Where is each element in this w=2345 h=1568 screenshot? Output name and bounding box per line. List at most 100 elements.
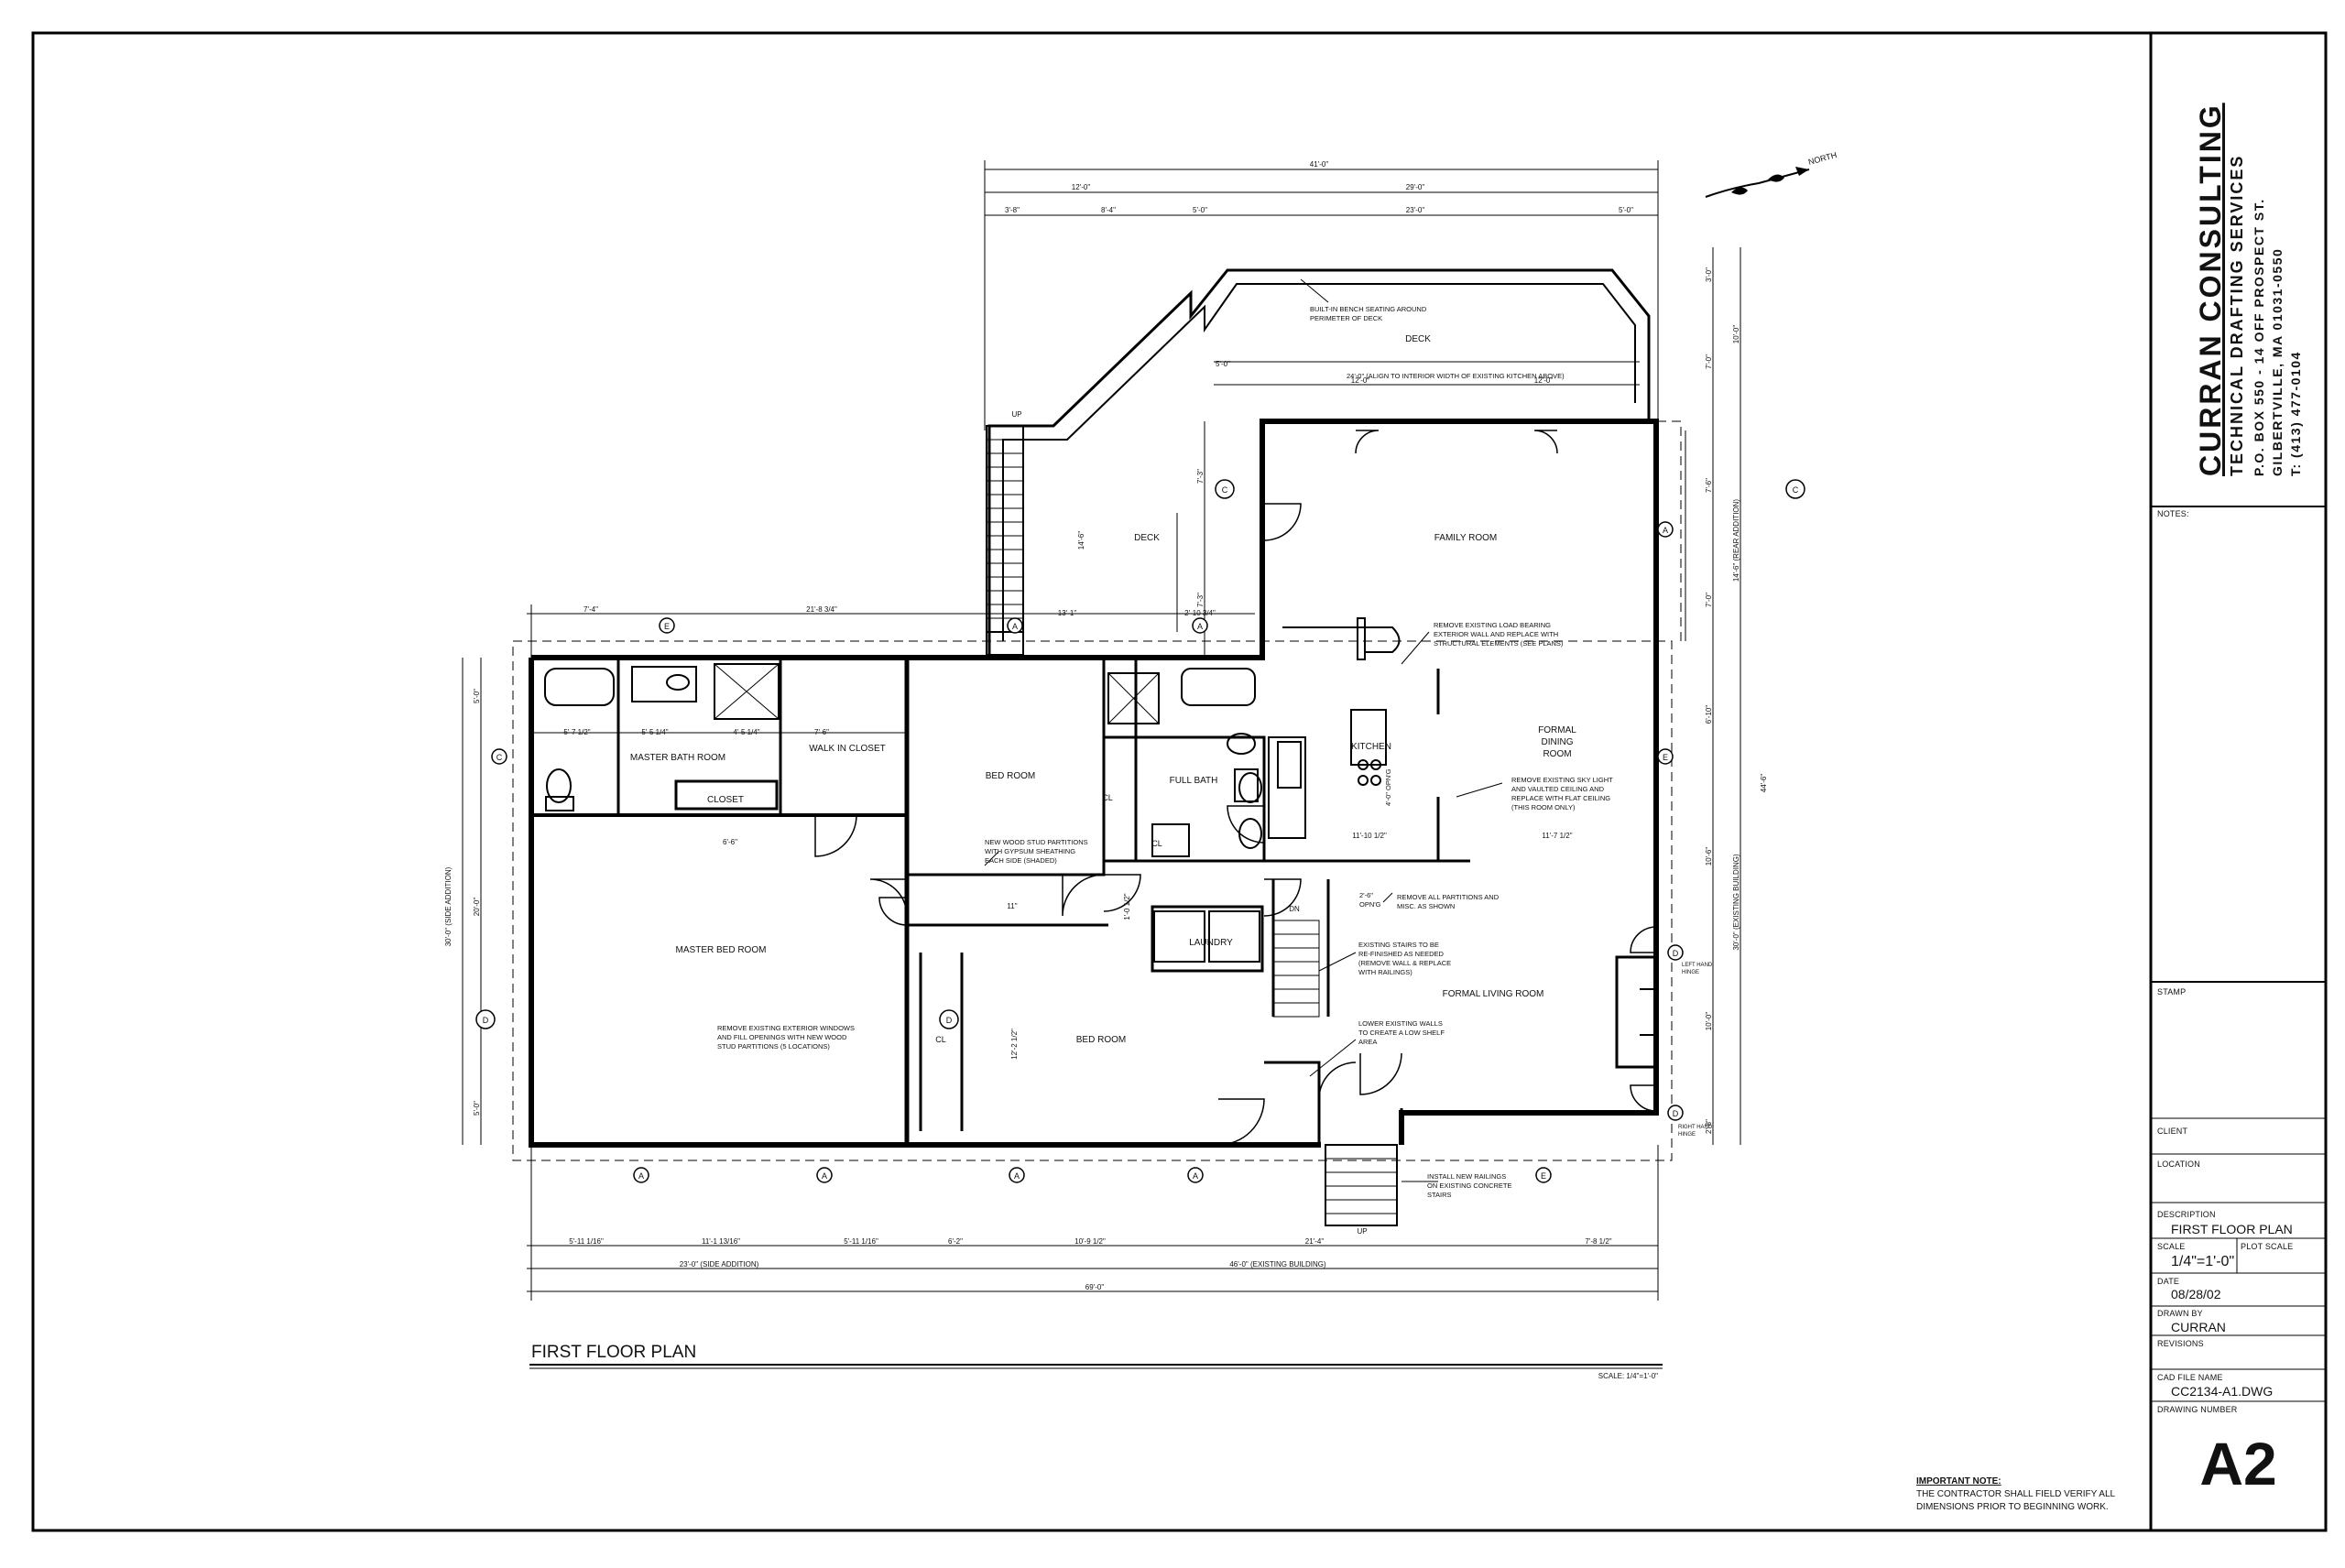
dim-leftside-5-0b: 5'-0" xyxy=(473,1101,481,1116)
stamp-label: STAMP xyxy=(2157,987,2187,996)
dim-right-7-6: 7'-6" xyxy=(1705,478,1713,493)
dim-left-21-8: 21'-8 3/4" xyxy=(806,605,837,614)
dimension-lines xyxy=(462,160,1741,1301)
deck xyxy=(986,268,1651,658)
svg-text:A: A xyxy=(638,1171,644,1181)
important-note-heading: IMPORTANT NOTE: xyxy=(1916,1476,2001,1486)
description-value: FIRST FLOOR PLAN xyxy=(2171,1222,2293,1236)
room-label-formal-dining-1: FORMAL xyxy=(1538,725,1576,735)
dim-bot-21-4: 21'-4" xyxy=(1305,1237,1325,1246)
note-stud-1: NEW WOOD STUD PARTITIONS xyxy=(985,838,1088,846)
note-remove-wall-1: REMOVE EXISTING LOAD BEARING xyxy=(1434,621,1551,629)
dim-right-10-0b: 10'-0" xyxy=(1705,1012,1713,1031)
dim-top-23: 23'-0" xyxy=(1406,206,1425,214)
scale-value: 1/4"=1'-0" xyxy=(2171,1254,2235,1269)
room-label-cl-2: CL xyxy=(1151,839,1162,848)
room-label-cl-3: CL xyxy=(935,1035,946,1044)
doors xyxy=(814,430,1657,1146)
dim-bot-23: 23'-0" (SIDE ADDITION) xyxy=(680,1260,759,1269)
dim-kit-11-10: 11'-10 1/2" xyxy=(1352,832,1387,840)
dim-right-14-6: 14'-6" (REAR ADDITION) xyxy=(1732,499,1740,582)
dim-right-10-6: 10'-6" xyxy=(1705,847,1713,866)
svg-text:A: A xyxy=(1193,1171,1198,1181)
note-stairs-4: WITH RAILINGS) xyxy=(1358,968,1412,976)
dim-right-44-6: 44'-6" xyxy=(1760,774,1768,793)
dim-bot-5-11: 5'-11 1/16" xyxy=(569,1237,604,1246)
leader-lines xyxy=(984,278,1503,1182)
note-stud-2: WITH GYPSUM SHEATHING xyxy=(985,847,1075,855)
north-arrow-icon xyxy=(1705,167,1810,198)
dim-leftside-20: 20'-0" xyxy=(473,898,481,917)
label-dn: DN xyxy=(1289,905,1300,913)
note-stairs-1: EXISTING STAIRS TO BE xyxy=(1358,941,1439,949)
dim-right-6-10: 6'-10" xyxy=(1705,705,1713,724)
dim-bot-11-1: 11'-1 13/16" xyxy=(702,1237,740,1246)
note-partitions-2: MISC. AS SHOWN xyxy=(1397,902,1455,910)
svg-text:E: E xyxy=(664,622,670,631)
room-label-formal-living: FORMAL LIVING ROOM xyxy=(1443,989,1544,999)
date-label: DATE xyxy=(2157,1277,2180,1286)
plot-scale-label: PLOT SCALE xyxy=(2241,1242,2294,1251)
dim-bot-5-11b: 5'-11 1/16" xyxy=(844,1237,878,1246)
room-label-formal-dining-2: DINING xyxy=(1542,737,1574,747)
dim-bath-5-5: 5'-5 1/4" xyxy=(641,728,668,736)
dim-left-2-10: 2'-10 3/4" xyxy=(1184,609,1216,617)
dim-bot-46: 46'-0" (EXISTING BUILDING) xyxy=(1229,1260,1326,1269)
svg-text:E: E xyxy=(1541,1171,1546,1181)
front-steps xyxy=(1325,1144,1398,1226)
note-left-hinge-1: LEFT HAND xyxy=(1682,963,1713,968)
firm-subtitle: Technical Drafting Services xyxy=(2228,154,2246,476)
drawing-number-label: DRAWING NUMBER xyxy=(2157,1405,2238,1414)
dim-bed-12-2: 12'-2 1/2" xyxy=(1010,1029,1019,1060)
revisions-label: REVISIONS xyxy=(2157,1339,2204,1348)
note-railings-1: INSTALL NEW RAILINGS xyxy=(1427,1172,1506,1181)
important-note-line-2: DIMENSIONS PRIOR TO BEGINNING WORK. xyxy=(1916,1502,2109,1512)
dim-bot-69: 69'-0" xyxy=(1085,1283,1105,1291)
note-bench-1: BUILT-IN BENCH SEATING AROUND xyxy=(1310,305,1427,313)
dim-bot-10-9: 10'-9 1/2" xyxy=(1074,1237,1106,1246)
dim-right-10-0: 10'-0" xyxy=(1732,325,1740,344)
drawn-by-value: CURRAN xyxy=(2171,1320,2226,1334)
dim-bot-7-8: 7'-8 1/2" xyxy=(1585,1237,1611,1246)
grid-bubbles xyxy=(475,479,1805,1183)
note-remove-wall-2: EXTERIOR WALL AND REPLACE WITH xyxy=(1434,630,1558,638)
svg-text:D: D xyxy=(1673,1109,1679,1118)
note-left-hinge-2: HINGE xyxy=(1682,970,1699,975)
note-right-hinge-2: HINGE xyxy=(1678,1132,1696,1138)
important-note-line-1: THE CONTRACTOR SHALL FIELD VERIFY ALL xyxy=(1916,1489,2116,1499)
note-remove-wall-3: STRUCTURAL ELEMENTS (SEE PLANS) xyxy=(1434,639,1564,648)
room-label-laundry: LAUNDRY xyxy=(1189,938,1233,948)
room-label-walk-in-closet: WALK IN CLOSET xyxy=(809,744,886,754)
room-label-master-bath: MASTER BATH ROOM xyxy=(630,753,725,763)
north-label: NORTH xyxy=(1807,150,1838,167)
dim-deck-align: 24'-0" (ALIGN TO INTERIOR WIDTH OF EXIST… xyxy=(1347,372,1565,380)
dim-deck-7-3a: 7'-3" xyxy=(1196,469,1205,484)
description-label: DESCRIPTION xyxy=(2157,1210,2216,1219)
svg-text:E: E xyxy=(1663,753,1668,762)
dim-top-total: 41'-0" xyxy=(1310,160,1329,169)
notes-label: NOTES: xyxy=(2157,509,2189,518)
svg-text:A: A xyxy=(1012,622,1018,631)
note-skylight-1: REMOVE EXISTING SKY LIGHT xyxy=(1511,776,1613,784)
note-opng-3: OPN'G xyxy=(1359,900,1381,909)
dim-deck-14-6: 14'-6" xyxy=(1077,531,1085,550)
drawing-number: A2 xyxy=(2199,1430,2277,1497)
svg-text:A: A xyxy=(822,1171,827,1181)
dim-leftside-5-0a: 5'-0" xyxy=(473,689,481,703)
note-stairs-3: (REMOVE WALL & REPLACE xyxy=(1358,959,1451,967)
svg-text:A: A xyxy=(1014,1171,1020,1181)
dim-bath-4-5: 4'-5 1/4" xyxy=(733,728,759,736)
room-label-cl-1: CL xyxy=(1102,793,1113,802)
note-opng-1: 4'-0" OPN'G xyxy=(1384,768,1392,806)
dim-top-29: 29'-0" xyxy=(1406,183,1425,191)
note-railings-3: STAIRS xyxy=(1427,1191,1452,1199)
firm-name: Curran Consulting xyxy=(2194,103,2227,476)
location-label: LOCATION xyxy=(2157,1160,2200,1169)
svg-text:D: D xyxy=(946,1016,953,1025)
room-label-deck-top: DECK xyxy=(1405,334,1431,344)
dim-left-13-1: 13'-1" xyxy=(1058,609,1077,617)
room-label-full-bath: FULL BATH xyxy=(1170,776,1218,786)
drawn-by-label: DRAWN BY xyxy=(2157,1309,2203,1318)
note-partitions-1: REMOVE ALL PARTITIONS AND xyxy=(1397,893,1500,901)
